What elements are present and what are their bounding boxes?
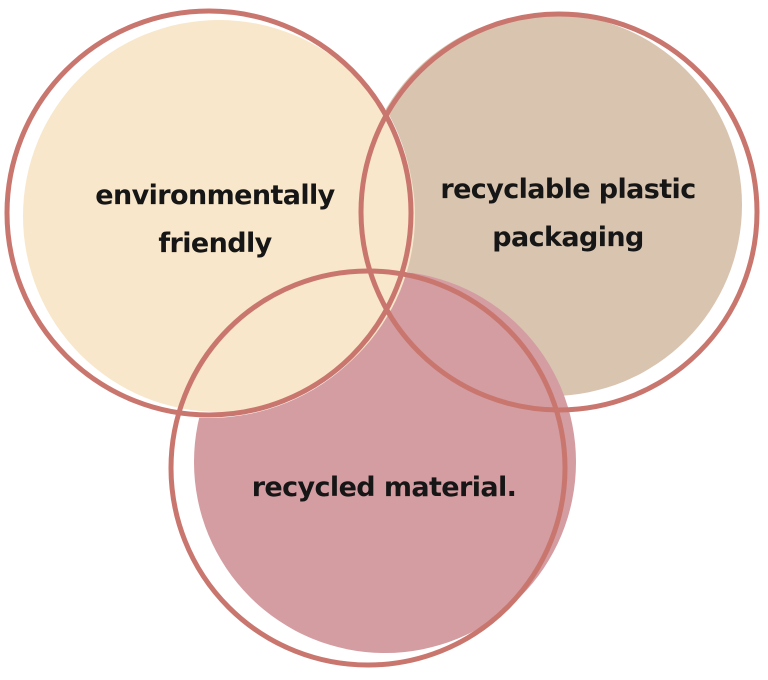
env-friendly-circle-outline [4, 8, 414, 418]
recycled-material-circle-outline [168, 268, 568, 668]
env-friendly-circle-fill [23, 20, 415, 412]
recyclable-packaging-circle-outline [358, 11, 760, 413]
